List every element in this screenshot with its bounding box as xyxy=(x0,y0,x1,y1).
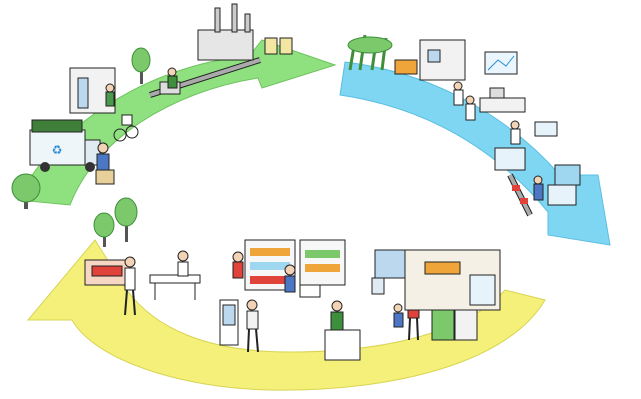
plants-and-harvest xyxy=(347,34,418,75)
supermarket-shelf xyxy=(244,239,346,291)
tree-icon xyxy=(114,197,138,242)
vending-machine xyxy=(219,299,239,346)
tree-icon xyxy=(11,173,41,209)
shopper-with-cart xyxy=(284,264,321,298)
workers-with-boxes xyxy=(494,120,581,206)
blue-arrow xyxy=(339,61,611,246)
customer-sorting-waste xyxy=(324,300,361,361)
production-conveyor xyxy=(507,173,544,217)
collected-items xyxy=(113,114,139,142)
lab-building xyxy=(419,39,466,106)
tree-icon xyxy=(131,47,151,84)
shopper-red xyxy=(232,251,244,279)
picnic-table xyxy=(149,250,201,300)
recycling-truck: ♻ xyxy=(29,119,101,172)
whiteboard-chart xyxy=(484,51,518,75)
shopper-with-bag xyxy=(246,299,259,353)
researcher-desk xyxy=(465,87,526,121)
collection-building xyxy=(69,67,116,114)
customer-at-stall xyxy=(124,256,136,316)
sorting-conveyor xyxy=(149,57,261,98)
worker-with-box xyxy=(95,142,115,185)
tree-icon xyxy=(93,212,115,247)
yellow-arrow xyxy=(26,239,546,391)
convenience-store xyxy=(374,249,501,311)
cafe-stall xyxy=(84,259,131,286)
recycle-icon: ♻ xyxy=(52,143,63,157)
factory xyxy=(197,3,293,61)
